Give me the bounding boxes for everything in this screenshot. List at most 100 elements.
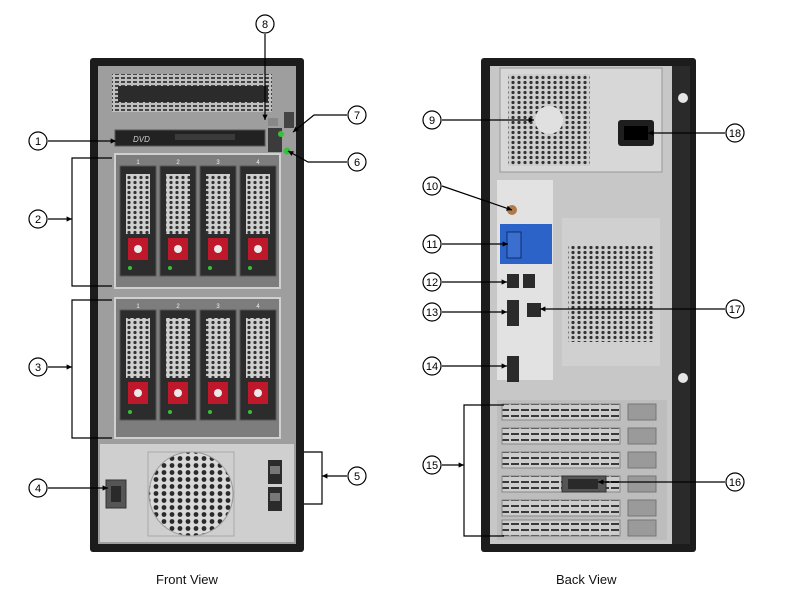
back-server bbox=[481, 58, 696, 552]
pcie-slots bbox=[501, 403, 657, 537]
expansion-slot-area bbox=[497, 400, 667, 540]
callout-arrowhead bbox=[501, 279, 507, 285]
drive-bay-number: 3 bbox=[216, 160, 220, 166]
callout-marker bbox=[725, 299, 745, 319]
ethernet-port-1 bbox=[507, 274, 519, 288]
drive-led bbox=[168, 410, 172, 414]
callout-marker bbox=[725, 472, 745, 492]
drive-bay-number: 2 bbox=[176, 160, 180, 166]
callout-number: 3 bbox=[35, 362, 41, 374]
drive-led bbox=[248, 266, 252, 270]
callout-number: 12 bbox=[426, 277, 438, 289]
callout-marker bbox=[28, 131, 48, 151]
drive-bay-upper-4: 4 bbox=[239, 160, 277, 277]
drive-bay-upper-2: 2 bbox=[159, 160, 197, 277]
usb-ports-upper bbox=[507, 300, 519, 326]
drive-bay-number: 1 bbox=[136, 160, 140, 166]
callout-12: 12 bbox=[422, 272, 507, 292]
callout-1: 1 bbox=[28, 131, 116, 151]
front-fan bbox=[148, 451, 234, 537]
callout-6: 6 bbox=[287, 150, 367, 172]
callout-8: 8 bbox=[255, 14, 275, 120]
drive-bays-lower: 1 2 3 4 bbox=[119, 304, 277, 421]
callout-arrowhead bbox=[598, 479, 604, 485]
callout-bracket bbox=[463, 404, 504, 537]
callout-bracket bbox=[304, 451, 323, 505]
drive-bay-number: 3 bbox=[216, 304, 220, 310]
callout-5: 5 bbox=[304, 451, 367, 505]
callout-arrowhead bbox=[540, 306, 546, 312]
drive-bay-number: 2 bbox=[176, 304, 180, 310]
callout-leader bbox=[441, 185, 513, 211]
callout-arrowhead bbox=[648, 130, 654, 136]
callout-number: 8 bbox=[262, 19, 268, 31]
callout-4: 4 bbox=[28, 478, 108, 498]
callout-arrowhead bbox=[110, 138, 116, 144]
callout-number: 5 bbox=[354, 471, 360, 483]
drive-led bbox=[208, 410, 212, 414]
callout-arrowhead bbox=[262, 114, 268, 120]
callout-16: 16 bbox=[598, 472, 745, 492]
callout-marker bbox=[422, 110, 442, 130]
drive-bay-number: 4 bbox=[256, 160, 260, 166]
drive-led bbox=[128, 266, 132, 270]
callout-marker bbox=[28, 209, 48, 229]
drive-bay-lower-3: 3 bbox=[199, 304, 237, 421]
ilo-port bbox=[527, 303, 541, 317]
callout-arrowhead bbox=[322, 473, 328, 479]
callout-arrowhead bbox=[66, 364, 72, 370]
callout-13: 13 bbox=[422, 302, 507, 322]
callout-number: 15 bbox=[426, 460, 438, 472]
back-view-caption: Back View bbox=[556, 572, 617, 587]
back-side-rail bbox=[672, 66, 690, 544]
callout-number: 18 bbox=[729, 128, 741, 140]
drive-led bbox=[128, 410, 132, 414]
callout-7: 7 bbox=[292, 105, 367, 133]
callout-number: 9 bbox=[429, 115, 435, 127]
callout-number: 10 bbox=[426, 181, 438, 193]
callout-10: 10 bbox=[422, 176, 513, 211]
callout-arrowhead bbox=[458, 462, 464, 468]
uid-button bbox=[284, 112, 294, 128]
drive-bay-number: 4 bbox=[256, 304, 260, 310]
callout-number: 6 bbox=[354, 157, 360, 169]
callout-number: 7 bbox=[354, 110, 360, 122]
drive-bay-number: 1 bbox=[136, 304, 140, 310]
callout-number: 16 bbox=[729, 477, 741, 489]
drive-led bbox=[208, 266, 212, 270]
drive-bay-upper-3: 3 bbox=[199, 160, 237, 277]
callout-3: 3 bbox=[28, 299, 112, 439]
callout-arrowhead bbox=[506, 205, 512, 211]
vga-port bbox=[506, 231, 522, 259]
front-view-caption: Front View bbox=[156, 572, 218, 587]
callout-arrowhead bbox=[528, 117, 534, 123]
drive-led bbox=[168, 266, 172, 270]
callout-marker bbox=[725, 123, 745, 143]
callout-marker bbox=[422, 302, 442, 322]
callout-arrowhead bbox=[502, 241, 508, 247]
callout-number: 1 bbox=[35, 136, 41, 148]
pcie-slot-cover-3 bbox=[501, 451, 621, 469]
pcie-slot-cover-2 bbox=[501, 427, 621, 445]
health-led bbox=[278, 131, 284, 137]
callout-15: 15 bbox=[422, 404, 504, 537]
callout-leader bbox=[292, 114, 347, 133]
drive-led bbox=[248, 410, 252, 414]
callout-number: 11 bbox=[426, 239, 437, 251]
callout-number: 17 bbox=[729, 304, 741, 316]
usb-ports-lower bbox=[507, 356, 519, 382]
callout-leader bbox=[287, 150, 347, 163]
callout-marker bbox=[347, 105, 367, 125]
pcie-slot-cover-5 bbox=[501, 499, 621, 517]
callout-arrowhead bbox=[288, 151, 294, 156]
drive-bay-upper-1: 1 bbox=[119, 160, 157, 277]
callout-marker bbox=[422, 176, 442, 196]
callout-marker bbox=[422, 356, 442, 376]
callout-bracket bbox=[71, 299, 112, 439]
pcie-slot-cover-1 bbox=[501, 403, 621, 421]
callout-marker bbox=[347, 152, 367, 172]
callout-marker bbox=[28, 478, 48, 498]
